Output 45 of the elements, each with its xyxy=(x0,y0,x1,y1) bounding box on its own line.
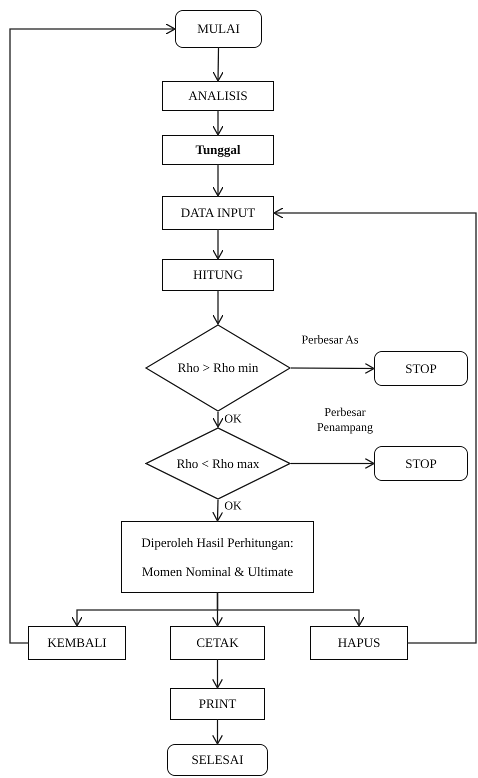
process-box xyxy=(162,135,274,165)
arrow xyxy=(212,720,224,745)
process-box xyxy=(170,626,265,660)
terminal-box xyxy=(175,10,262,48)
process-box xyxy=(162,81,274,111)
arrow xyxy=(212,48,224,82)
arrow xyxy=(212,111,224,136)
arrow xyxy=(212,165,224,197)
arrow xyxy=(212,291,224,325)
box-label: Rho > Rho min xyxy=(178,360,258,376)
terminal-box xyxy=(167,744,268,776)
arrow xyxy=(212,230,224,260)
arrow xyxy=(212,412,224,428)
box-label: MULAI xyxy=(197,21,240,37)
process-box xyxy=(162,259,274,291)
box-label: HAPUS xyxy=(338,635,380,651)
box-label: KEMBALI xyxy=(47,635,107,651)
box-label: STOP xyxy=(405,456,437,472)
process-box xyxy=(310,626,408,660)
box-label: ANALISIS xyxy=(188,88,248,104)
process-box xyxy=(162,196,274,230)
decision-diamond xyxy=(145,324,291,412)
terminal-box xyxy=(374,351,468,386)
arrow xyxy=(291,362,375,374)
arrow xyxy=(216,593,365,627)
decision-diamond xyxy=(145,427,291,500)
terminal-box xyxy=(374,446,468,481)
box-label: Rho < Rho max xyxy=(176,456,260,472)
box-label: Tunggal xyxy=(195,142,241,158)
arrow xyxy=(212,660,224,689)
box-label: PRINT xyxy=(198,696,236,712)
box-label: DATA INPUT xyxy=(180,205,256,221)
arrow xyxy=(212,500,224,522)
process-box xyxy=(121,521,314,593)
arrow xyxy=(9,23,176,644)
box-label: SELESAI xyxy=(192,752,244,768)
box-label: Diperoleh Hasil Perhitungan: xyxy=(141,534,294,550)
box-label: CETAK xyxy=(196,635,239,651)
box-label: Momen Nominal & Ultimate xyxy=(142,564,294,580)
box-label: HITUNG xyxy=(193,267,243,283)
box-label: STOP xyxy=(405,360,437,376)
process-box xyxy=(28,626,126,660)
process-box xyxy=(170,688,265,720)
arrow xyxy=(291,458,375,470)
arrow xyxy=(273,207,477,644)
